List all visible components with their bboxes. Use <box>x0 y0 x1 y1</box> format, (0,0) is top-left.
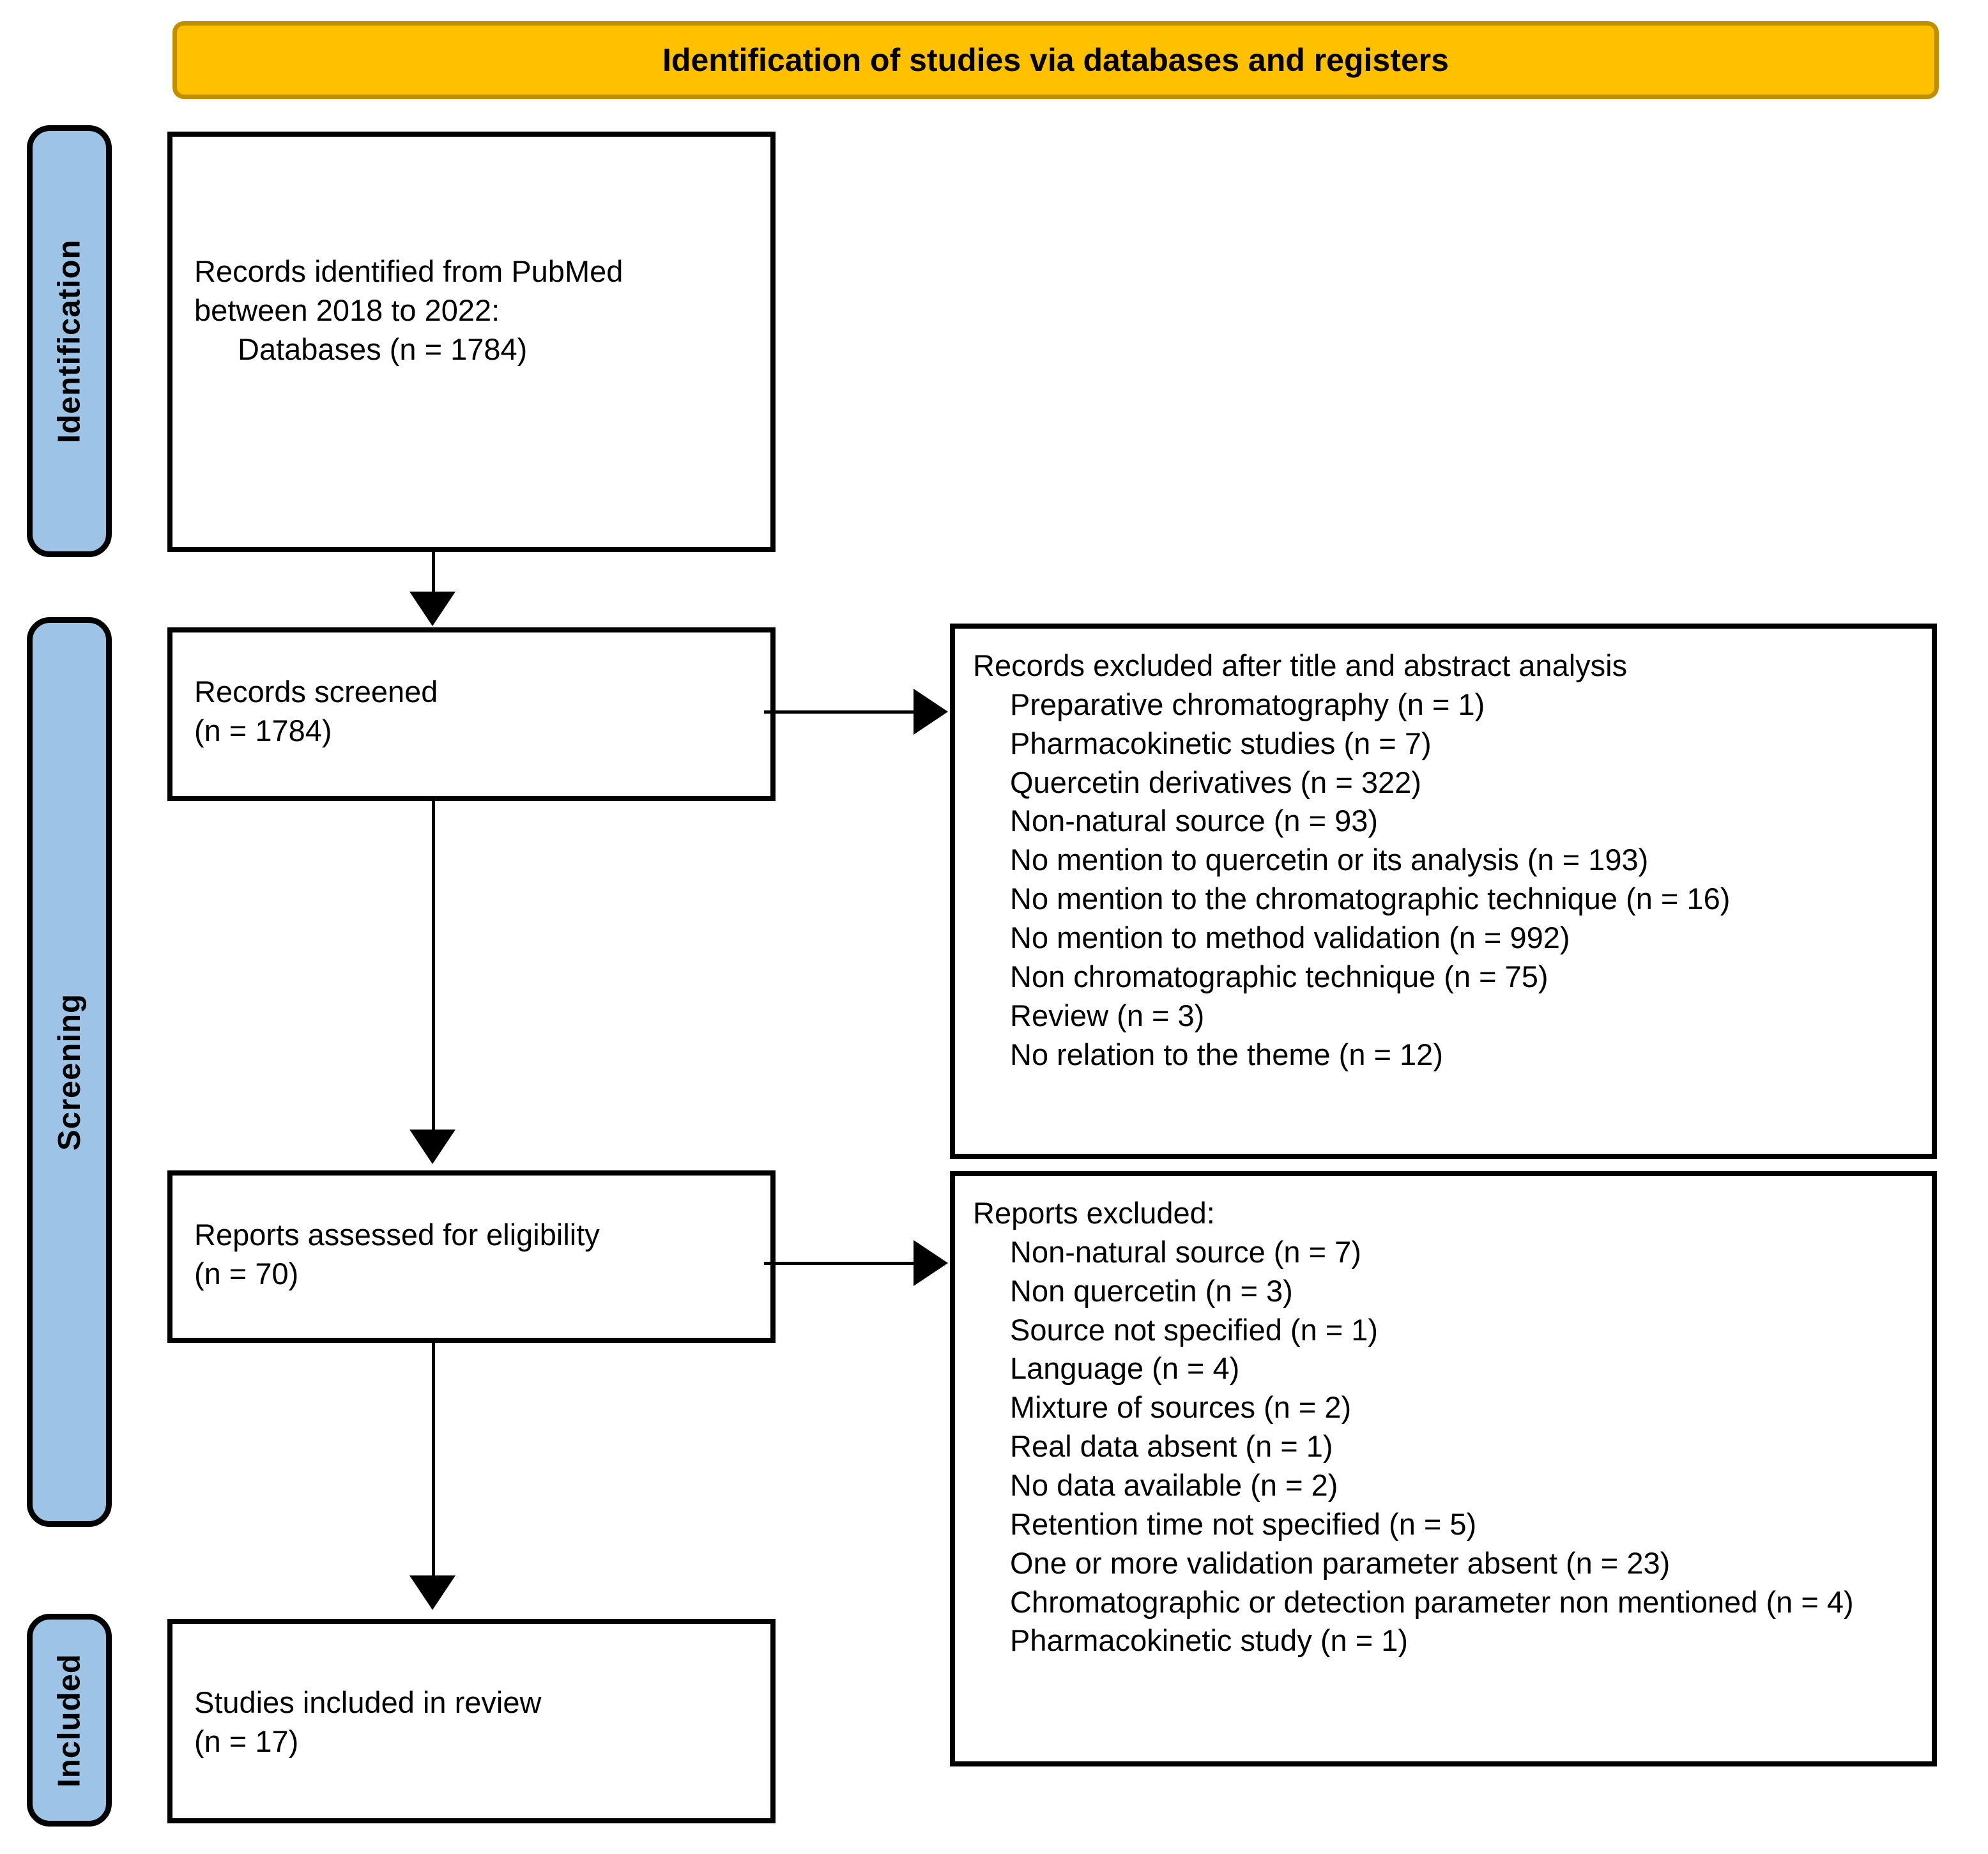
connector-identified-to-screened <box>432 552 435 593</box>
records-identified-line1: Records identified from PubMed <box>194 254 623 288</box>
arrowhead-right-icon <box>914 1240 948 1286</box>
stage-label-screening-text: Screening <box>52 993 87 1151</box>
stage-label-included: Included <box>27 1614 112 1827</box>
box-records-identified: Records identified from PubMed between 2… <box>167 132 776 552</box>
arrowhead-down-icon <box>409 1130 455 1164</box>
box-records-screened-text: Records screened (n = 1784) <box>194 672 758 750</box>
records-excluded-item: Non chromatographic technique (n = 75) <box>1010 959 1548 993</box>
reports-excluded-item: Pharmacokinetic study (n = 1) <box>1010 1623 1409 1658</box>
reports-excluded-item: Chromatographic or detection parameter n… <box>973 1583 1922 1622</box>
stage-label-included-text: Included <box>52 1653 87 1788</box>
connector-assessed-to-included <box>432 1343 435 1577</box>
box-records-excluded-text: Records excluded after title and abstrac… <box>973 647 1922 1074</box>
arrowhead-down-icon <box>409 592 455 626</box>
stage-label-screening: Screening <box>27 617 112 1527</box>
reports-excluded-item: Retention time not specified (n = 5) <box>1010 1506 1477 1541</box>
records-excluded-item: No mention to quercetin or its analysis … <box>1010 843 1649 877</box>
banner-title: Identification of studies via databases … <box>662 42 1449 78</box>
reports-excluded-item-text: Chromatographic or detection parameter n… <box>1010 1584 1854 1619</box>
reports-excluded-item: Non quercetin (n = 3) <box>1010 1273 1293 1308</box>
connector-assessed-to-excluded <box>764 1262 915 1265</box>
box-studies-included: Studies included in review (n = 17) <box>167 1619 776 1823</box>
stage-label-identification: Identification <box>27 125 112 557</box>
records-screened-line2: (n = 1784) <box>194 714 332 748</box>
reports-excluded-item: Language (n = 4) <box>1010 1351 1240 1386</box>
records-excluded-item: Pharmacokinetic studies (n = 7) <box>1010 726 1432 760</box>
studies-included-line1: Studies included in review <box>194 1685 542 1719</box>
records-screened-line1: Records screened <box>194 675 438 709</box>
arrowhead-right-icon <box>914 689 948 735</box>
records-excluded-item: No mention to method validation (n = 992… <box>1010 921 1570 955</box>
reports-excluded-item: No data available (n = 2) <box>1010 1468 1338 1503</box>
reports-excluded-item: One or more validation parameter absent … <box>1010 1545 1671 1580</box>
records-excluded-item: Quercetin derivatives (n = 322) <box>1010 765 1421 799</box>
diagram-banner: Identification of studies via databases … <box>172 21 1939 99</box>
box-reports-excluded-text: Reports excluded: Non-natural source (n … <box>973 1194 1922 1660</box>
box-reports-assessed: Reports assessed for eligibility (n = 70… <box>167 1170 776 1343</box>
records-excluded-item: Non-natural source (n = 93) <box>1010 804 1379 838</box>
connector-screened-to-excluded <box>764 710 915 714</box>
stage-label-identification-text: Identification <box>52 239 87 443</box>
arrowhead-down-icon <box>409 1575 455 1610</box>
reports-assessed-line2: (n = 70) <box>194 1257 299 1291</box>
studies-included-line2: (n = 17) <box>194 1724 299 1759</box>
box-records-screened: Records screened (n = 1784) <box>167 627 776 801</box>
records-excluded-item: No mention to the chromatographic techni… <box>1010 882 1731 916</box>
box-reports-assessed-text: Reports assessed for eligibility (n = 70… <box>194 1215 758 1293</box>
reports-assessed-line1: Reports assessed for eligibility <box>194 1218 600 1252</box>
records-identified-line3: Databases (n = 1784) <box>238 332 528 367</box>
connector-screened-to-assessed <box>432 801 435 1131</box>
reports-excluded-item: Non-natural source (n = 7) <box>1010 1234 1361 1269</box>
reports-excluded-heading: Reports excluded: <box>973 1196 1215 1230</box>
records-excluded-heading: Records excluded after title and abstrac… <box>973 648 1628 682</box>
box-studies-included-text: Studies included in review (n = 17) <box>194 1683 758 1761</box>
box-records-identified-text: Records identified from PubMed between 2… <box>194 252 758 369</box>
records-identified-line2: between 2018 to 2022: <box>194 293 500 328</box>
records-excluded-item: No relation to the theme (n = 12) <box>1010 1037 1443 1071</box>
box-reports-excluded: Reports excluded: Non-natural source (n … <box>950 1171 1937 1766</box>
box-records-excluded: Records excluded after title and abstrac… <box>950 624 1937 1159</box>
reports-excluded-item: Real data absent (n = 1) <box>1010 1429 1333 1464</box>
reports-excluded-item: Source not specified (n = 1) <box>1010 1312 1379 1347</box>
reports-excluded-item: Mixture of sources (n = 2) <box>1010 1390 1352 1425</box>
records-excluded-item: Preparative chromatography (n = 1) <box>1010 687 1485 721</box>
records-excluded-item: Review (n = 3) <box>1010 998 1205 1032</box>
